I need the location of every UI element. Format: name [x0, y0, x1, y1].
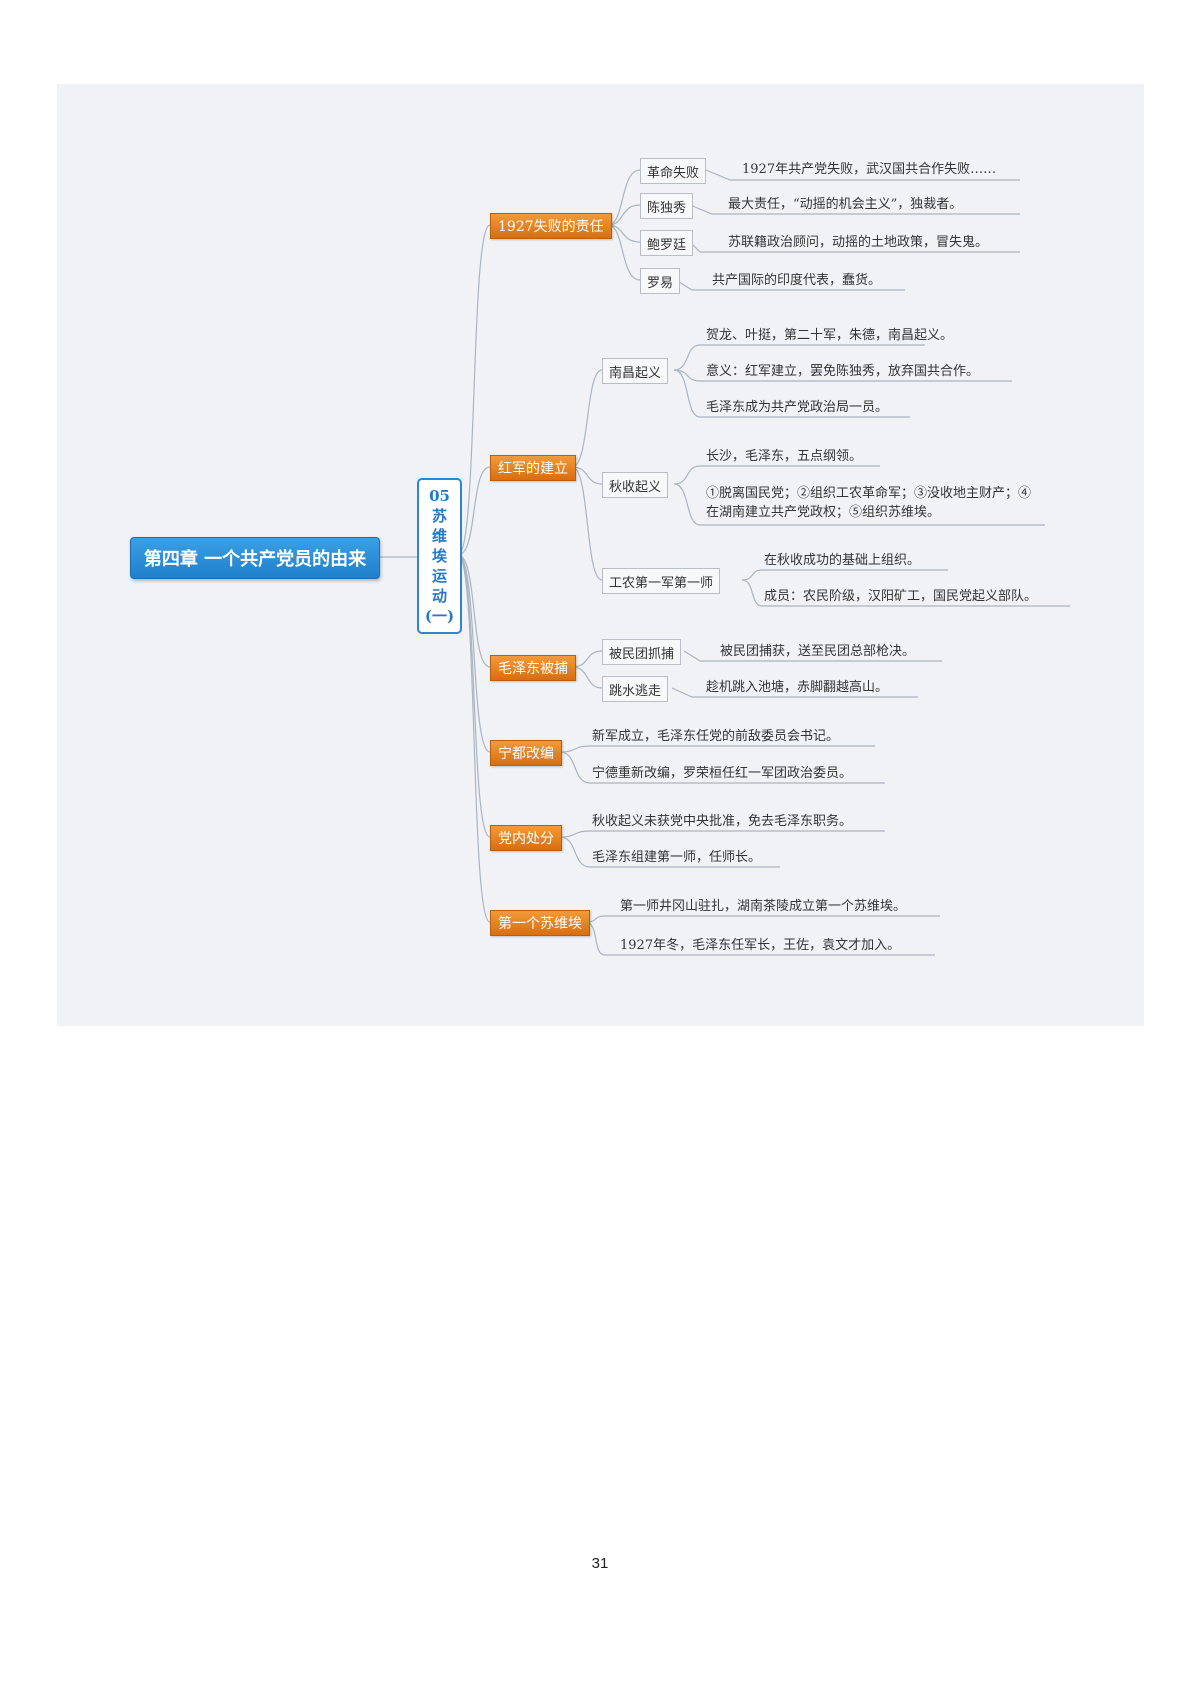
category-ningdu-reorganization[interactable]: 宁都改编	[490, 740, 562, 766]
category-1927-responsibility[interactable]: 1927失败的责任	[490, 213, 612, 239]
central-topic-line: 维	[431, 527, 447, 545]
leaf-text: 最大责任，“动摇的机会主义”，独裁者。	[728, 197, 963, 212]
leaf-text: 1927年共产党失败，武汉国共合作失败……	[742, 162, 997, 177]
category-party-discipline[interactable]: 党内处分	[490, 825, 562, 851]
leaf-text: 长沙，毛泽东，五点纲领。	[706, 449, 863, 464]
central-topic-line: (一)	[424, 607, 455, 625]
sub-captured-by-militia[interactable]: 被民团抓捕	[602, 639, 682, 665]
sub-autumn-harvest-uprising[interactable]: 秋收起义	[602, 472, 669, 498]
sub-chen-duxiu[interactable]: 陈独秀	[640, 193, 694, 219]
leaf-text: 趁机跳入池塘，赤脚翻越高山。	[706, 680, 889, 695]
leaf-text: 毛泽东成为共产党政治局一员。	[706, 400, 889, 415]
leaf-text: 秋收起义未获党中央批准，免去毛泽东职务。	[592, 814, 853, 829]
leaf-text: 毛泽东组建第一师，任师长。	[592, 850, 762, 865]
leaf-text: 成员：农民阶级，汉阳矿工，国民党起义部队。	[764, 589, 1038, 604]
page-number: 31	[591, 1555, 609, 1572]
sub-nanchang-uprising[interactable]: 南昌起义	[602, 358, 669, 384]
leaf-text: 第一师井冈山驻扎，湖南茶陵成立第一个苏维埃。	[620, 899, 907, 914]
connector-lines	[378, 169, 1070, 956]
sub-first-division[interactable]: 工农第一军第一师	[602, 568, 721, 594]
leaf-text: ①脱离国民党；②组织工农革命军；③没收地主财产；④在湖南建立共产党政权；⑤组织苏…	[706, 486, 1032, 520]
category-first-soviet[interactable]: 第一个苏维埃	[490, 910, 590, 936]
sub-borodin[interactable]: 鲍罗廷	[640, 230, 694, 256]
category-red-army[interactable]: 红军的建立	[490, 455, 576, 481]
leaf-text: 苏联籍政治顾问，动摇的土地政策，冒失鬼。	[728, 235, 989, 250]
leaf-text: 1927年冬，毛泽东任军长，王佐，袁文才加入。	[620, 938, 901, 953]
sub-revolution-failure[interactable]: 革命失败	[640, 158, 707, 184]
leaf-text: 在秋收成功的基础上组织。	[764, 553, 921, 568]
leaf-text: 被民团捕获，送至民团总部枪决。	[720, 644, 916, 659]
root-node[interactable]: 第四章 一个共产党员的由来	[130, 537, 380, 579]
leaf-text: 新军成立，毛泽东任党的前敌委员会书记。	[592, 729, 840, 744]
central-topic-line: 埃	[431, 547, 447, 565]
leaf-text: 宁德重新改编，罗荣桓任红一军团政治委员。	[592, 766, 853, 781]
leaf-text: 贺龙、叶挺，第二十军，朱德，南昌起义。	[706, 328, 954, 343]
central-topic-line: 苏	[431, 507, 447, 525]
central-topic-line: 动	[431, 587, 447, 605]
leaf-text: 共产国际的印度代表，蠢货。	[712, 273, 882, 288]
central-topic-line: 运	[431, 567, 447, 585]
sub-escape-by-water[interactable]: 跳水逃走	[602, 676, 669, 702]
central-topic-line: 05	[429, 487, 450, 505]
sub-roy[interactable]: 罗易	[640, 268, 681, 294]
leaf-text: 意义：红军建立，罢免陈独秀，放弃国共合作。	[706, 364, 980, 379]
central-topic-node[interactable]: 05 苏 维 埃 运 动 (一)	[417, 478, 462, 634]
category-mao-arrested[interactable]: 毛泽东被捕	[490, 655, 576, 681]
